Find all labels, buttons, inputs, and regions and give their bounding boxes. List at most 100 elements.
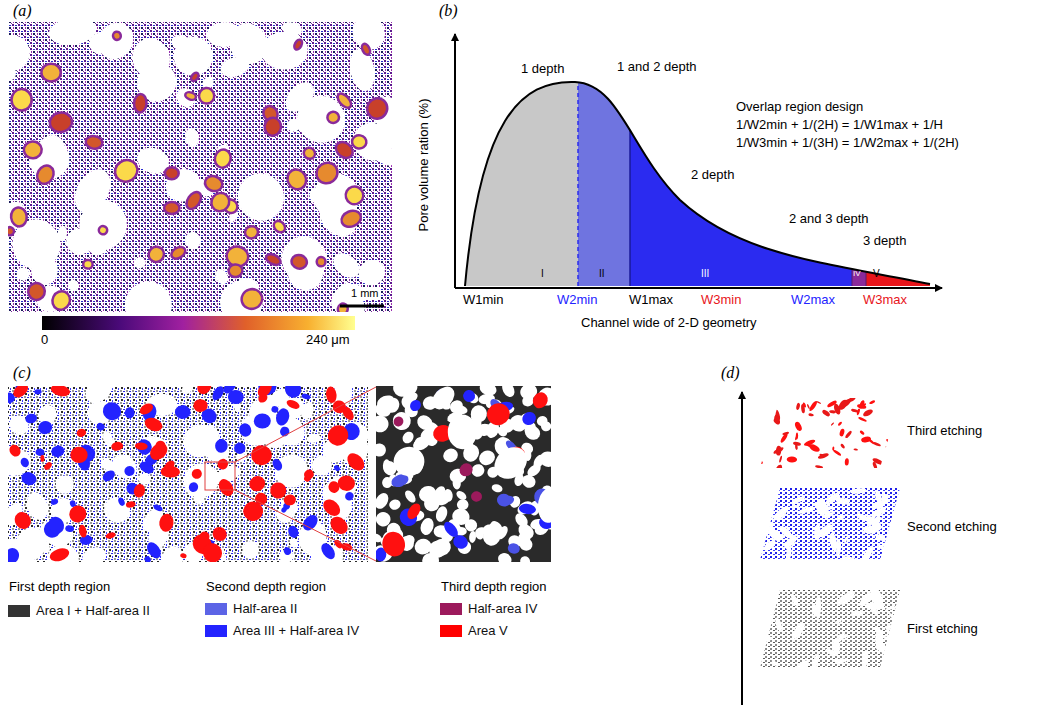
- second-region: [301, 393, 311, 401]
- pore: [890, 547, 909, 556]
- area-number: III: [700, 268, 710, 280]
- pore: [347, 22, 391, 55]
- second-region: [333, 464, 341, 472]
- second-region: [144, 540, 164, 561]
- axis-title: Pore volume ration (%): [417, 98, 432, 233]
- legend-item: Area V: [440, 623, 508, 638]
- grain: [376, 441, 389, 460]
- second-region: [50, 444, 66, 458]
- large-pore: [317, 257, 326, 266]
- third-region: [180, 553, 187, 559]
- pore: [835, 496, 850, 505]
- second-region: [99, 399, 125, 425]
- pore: [139, 473, 150, 484]
- third-region: [327, 513, 351, 537]
- third-region: [885, 446, 891, 451]
- second-region: [495, 492, 512, 509]
- third-region: [815, 465, 823, 469]
- third-region: [752, 457, 763, 465]
- zoom-view: [376, 386, 551, 562]
- third-region: [110, 441, 123, 452]
- large-pore: [111, 156, 142, 186]
- third-region: [325, 386, 337, 404]
- pore: [306, 434, 322, 444]
- second-region: [123, 464, 137, 478]
- pore: [875, 517, 882, 520]
- third-region: [802, 402, 806, 408]
- pore: [31, 255, 59, 285]
- third-region: [869, 400, 876, 405]
- pore: [892, 513, 905, 526]
- third-region: [132, 483, 146, 499]
- pore: [778, 524, 795, 540]
- pore: [822, 511, 834, 519]
- large-pore: [98, 225, 108, 235]
- second-region: [282, 386, 304, 401]
- formula: 1/W3min + 1/(3H) = 1/W2max + 1/(2H): [735, 136, 960, 151]
- pore: [875, 534, 887, 542]
- pore: [873, 522, 877, 531]
- pore-map-c: [8, 386, 368, 562]
- second-region: [518, 503, 536, 515]
- pore: [792, 505, 799, 507]
- second-region: [451, 533, 470, 551]
- second-region: [282, 546, 292, 556]
- pore: [38, 539, 52, 554]
- pore: [837, 514, 846, 520]
- texture: [8, 386, 368, 562]
- third-region: [857, 404, 867, 410]
- area-number: V: [872, 268, 881, 280]
- second-region: [34, 389, 42, 395]
- pore: [790, 621, 808, 641]
- third-region: [8, 443, 23, 459]
- third-region: [40, 455, 44, 462]
- third-region: [193, 399, 208, 413]
- third-region: [50, 386, 72, 398]
- pore: [272, 227, 336, 291]
- pore: [871, 505, 887, 519]
- large-pore: [228, 264, 243, 278]
- third-region: [862, 408, 874, 418]
- pore: [184, 127, 200, 148]
- legend-text: Half-area IV: [468, 601, 537, 616]
- third-region: [105, 531, 117, 540]
- pore: [885, 557, 893, 564]
- legend-text: Area III + Half-area IV: [233, 623, 359, 638]
- third-region: [135, 442, 148, 450]
- second-region: [215, 439, 229, 453]
- legend-swatch: [205, 603, 227, 615]
- pore: [85, 386, 114, 404]
- grain: [457, 499, 469, 511]
- large-pore: [208, 189, 233, 214]
- second-region: [153, 503, 164, 512]
- pore: [227, 273, 264, 312]
- third-region: [833, 403, 842, 415]
- pore: [863, 525, 880, 534]
- pore: [797, 506, 814, 515]
- large-pore: [34, 163, 57, 187]
- pore: [299, 401, 316, 421]
- layer-blobs: [748, 480, 908, 565]
- grain: [376, 413, 391, 435]
- pore: [536, 487, 551, 524]
- third-region: [158, 513, 175, 533]
- large-pore: [23, 141, 42, 159]
- large-pore: [290, 253, 309, 270]
- pore: [428, 386, 459, 414]
- scale-bar: [340, 305, 384, 308]
- pore: [392, 445, 427, 478]
- second-region: [50, 498, 59, 506]
- second-region: [232, 441, 247, 456]
- pore: [748, 519, 765, 525]
- pore: [329, 248, 365, 283]
- third-region: [194, 386, 214, 397]
- grain: [481, 524, 502, 547]
- pore: [865, 602, 885, 610]
- pore: [749, 607, 770, 619]
- pore: [887, 639, 906, 650]
- grain: [422, 553, 439, 562]
- pore: [287, 119, 301, 132]
- layer-blobs: [752, 395, 902, 475]
- pore: [85, 28, 114, 57]
- third-region: [76, 428, 87, 438]
